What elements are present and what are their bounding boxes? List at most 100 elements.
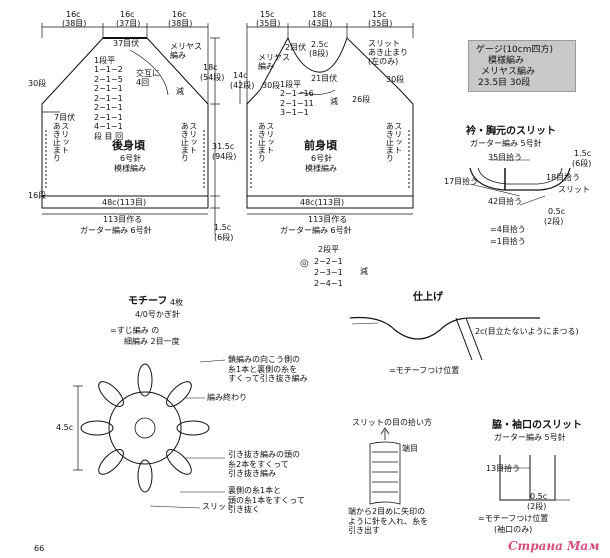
back-pattern: 模様編み [114,164,146,173]
front-body-outline [246,36,414,197]
motif-title: モチーフ [128,296,168,307]
front-dim-2b: (43目) [308,19,333,28]
motif-petal [166,449,192,475]
finishing-legend: =モチーフつけ位置 [389,366,460,375]
front-slit-right: スリット あき止まり [385,122,403,162]
front-neck-depth: 2.5c [311,40,329,49]
front-fuse21: 21目伏 [311,74,338,83]
side-slit-sub: ガーター編み 5号針 [494,433,566,442]
motif-petal [137,459,153,493]
front-dim-2: 18c [312,10,327,19]
collar-title: 衿・胸元のスリット [466,126,556,137]
dec2-head: 2段平 [318,245,340,254]
side-slit-title: 脇・袖口のスリット [492,420,582,431]
front-cast-on: 113目作る [308,215,348,224]
side-slit-shape [499,455,556,501]
back-koui: 交互に 4回 [136,69,160,87]
slit-pick-title: スリットの目の拾い方 [352,418,432,427]
front-fuse2: 2目伏 [285,43,307,52]
gauge-box: ゲージ(10cm四方) 模様編み メリヤス編み 23.5目 30段 [468,40,576,92]
front-title: 前身頃 [304,139,337,152]
back-needle: 6号針 [120,154,142,163]
gauge-line4: 23.5目 30段 [478,78,531,88]
back-cast-on: 113目作る [103,215,143,224]
back-meriyasu: メリヤス 編み [170,42,202,60]
collar-p42: 42目拾う [488,197,523,206]
collar-sub: ガーター編み 5号針 [470,139,542,148]
back-title: 後身頃 [112,139,145,152]
motif-petal [98,381,124,407]
page-number: 66 [34,544,45,553]
front-row26: 26段 [352,95,371,104]
motif-slit: スリット [202,502,234,511]
front-left-col: 14c [233,71,248,80]
back-gen: 減 [176,87,184,96]
collar-shape [469,167,571,191]
dec2-symbol: ◎ [300,258,309,269]
back-dim-1: 16c [66,10,81,19]
finishing-note2c: 2c(目立たないようにまつる) [475,327,579,336]
back-left-row: 30段 [28,79,47,88]
collar-w: 0.5c [548,207,566,216]
front-pattern: 模様編み [305,164,337,173]
motif-petal [98,449,124,475]
back-dim-3: 16c [172,10,187,19]
back-dim-2b: (37目) [116,19,141,28]
back-side-h1b: (54段) [200,73,225,82]
back-garter: ガーター編み 6号針 [80,226,152,235]
slit-pick-edge: 端目 [402,444,418,453]
side-slit-w: 0.5c [530,492,548,501]
finishing-title: 仕上げ [413,292,443,303]
back-dim-1b: (38目) [62,19,87,28]
back-center-top: 37目伏 [113,39,140,48]
front-slit-left: スリット あき止まり [257,122,275,162]
front-dim-3b: (35目) [368,19,393,28]
motif-petal [137,363,153,397]
front-dim-1b: (35目) [256,19,281,28]
back-side-h2: 31.5c [212,142,235,151]
collar-h-b: (6段) [572,159,592,168]
slit-pick-swatch [369,427,401,505]
gauge-line2: 模様編み [488,56,525,66]
dec2-gen: 減 [360,267,368,276]
front-needle: 6号針 [311,154,333,163]
collar-slit: スリット [558,185,590,194]
motif-hook: 4/0号かぎ針 [135,310,180,319]
motif-count: 4枚 [170,298,184,307]
collar-w-b: (2段) [544,217,564,226]
side-slit-w-b: (2段) [527,502,547,511]
motif-legend2: 細編み 2目一度 [124,337,180,346]
front-gen: 減 [330,97,338,106]
motif-petal [166,381,192,407]
front-bottom-width: 48c(113目) [298,198,347,207]
side-slit-p13: 13目拾う [486,464,521,473]
front-neck-depth-b: (8段) [309,49,329,58]
front-right-row: 30段 [386,75,405,84]
front-garter: ガーター編み 6号針 [280,226,352,235]
side-slit-legend2: (袖口のみ) [494,525,533,534]
collar-p35: 35目拾う [488,153,523,162]
back-fuse7: 7目伏 [54,113,76,122]
collar-p17: 17目拾う [444,177,479,186]
back-bottom-width: 48c(113目) [100,198,149,207]
back-dim-3b: (38目) [168,19,193,28]
back-slit-right: スリット あき止まり [180,122,198,162]
front-slit-top: スリット あき止まり (左のみ) [368,39,408,66]
dec2-row1: 2−2−1 [314,257,343,266]
back-side-h3: 1.5c [214,223,232,232]
front-left-row: 30段 [262,81,281,90]
front-left-col-b: (42段) [230,81,255,90]
motif-ann2: 編み終わり [207,393,247,402]
motif-legend: =すじ編み の [110,326,160,335]
motif-petal [80,420,114,436]
back-side-h1: 18c [203,63,218,72]
watermark: Страна Мам [508,539,600,553]
collar-note1: =4目拾う [490,225,526,234]
collar-p18: 18目拾う [546,173,581,182]
motif-ann3: 引き抜き編みの頭の 糸2本をすくって 引き抜き編み [228,450,300,479]
motif-ann1: 鎖編みの向こう側の 糸1本と裏側の糸を すくって引き抜き編み [228,355,308,384]
front-dim-3: 15c [372,10,387,19]
